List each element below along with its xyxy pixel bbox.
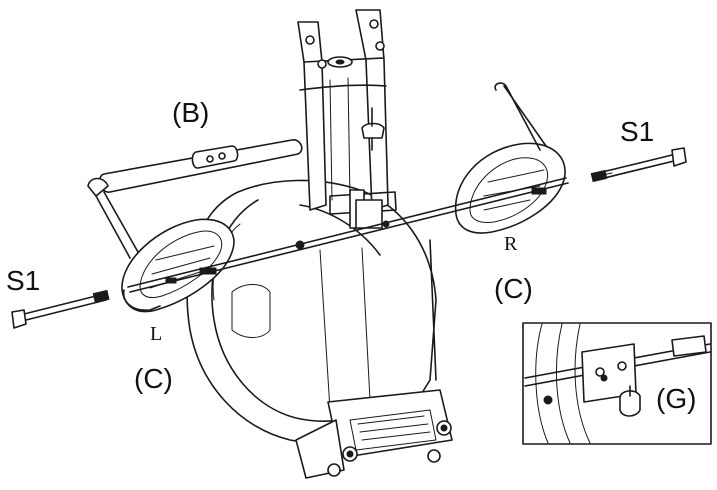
- label-side-right: R: [504, 233, 518, 255]
- upright-column: [297, 9, 397, 229]
- tension-knob: [361, 107, 385, 151]
- bolt-left: [11, 289, 110, 329]
- label-detail: (G): [656, 383, 696, 414]
- handlebar: [87, 139, 303, 259]
- pedal-right: [454, 82, 566, 234]
- pedal-left: [121, 218, 235, 313]
- pedal-axle: [127, 177, 569, 293]
- label-side-left: L: [150, 323, 162, 345]
- label-pedal-left: (C): [134, 363, 173, 394]
- base-stabilizer: [295, 389, 453, 479]
- label-pedal-right: (C): [494, 273, 533, 304]
- label-bolt-left: S1: [6, 265, 40, 296]
- bolt-right: [590, 147, 687, 183]
- detail-inset: [522, 322, 712, 445]
- label-bolt-right: S1: [620, 116, 654, 147]
- label-handlebar: (B): [172, 97, 209, 128]
